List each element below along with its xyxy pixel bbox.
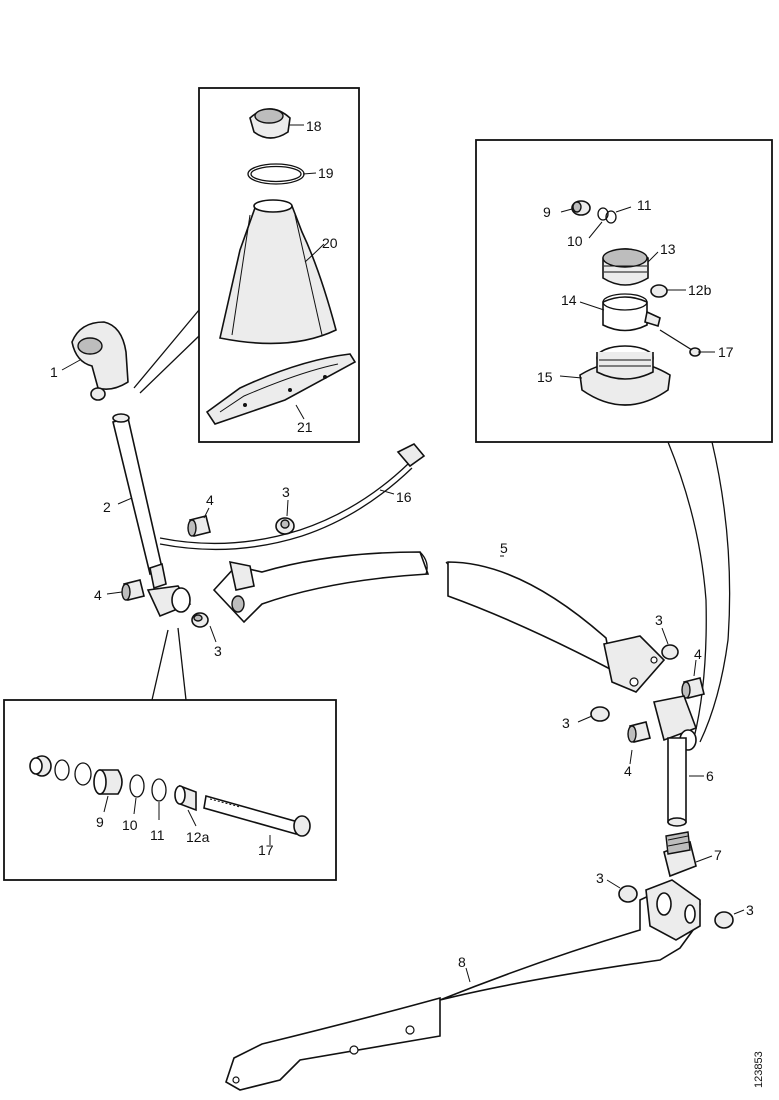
label-3-e: 3 — [596, 870, 604, 886]
label-9-right: 9 — [543, 204, 551, 220]
part-5-shift-rod — [212, 551, 666, 693]
label-12a: 12a — [186, 829, 210, 845]
inset-shift-boot: 18 19 20 21 — [133, 87, 360, 443]
label-17-right: 17 — [718, 344, 734, 360]
part-20-boot — [219, 199, 337, 345]
part-3-nut-e — [618, 885, 638, 903]
part-3-nut-a — [191, 612, 209, 628]
part-4-bushing-a — [121, 579, 145, 601]
inset-box-bushings — [3, 699, 337, 881]
label-8: 8 — [458, 954, 466, 970]
label-3-d: 3 — [562, 715, 570, 731]
part-13-insert — [602, 248, 649, 286]
label-21: 21 — [297, 419, 313, 435]
label-7: 7 — [714, 847, 722, 863]
part-3-nut-f — [714, 911, 734, 929]
label-4-c: 4 — [694, 646, 702, 662]
label-14: 14 — [561, 292, 577, 308]
part-10-washer-right — [597, 207, 609, 221]
part-10-washer-left — [129, 774, 145, 798]
part-ring-b — [74, 762, 92, 786]
part-ring-a — [54, 759, 70, 781]
label-10-right: 10 — [567, 233, 583, 249]
part-12a-sleeve — [174, 784, 197, 812]
part-11-washer-left — [151, 778, 167, 802]
part-19-ring — [247, 163, 305, 185]
part-bushing-end-cap — [29, 755, 52, 777]
part-selector-pivot — [653, 695, 698, 751]
part-7-coupling — [663, 831, 697, 878]
label-4-d: 4 — [624, 763, 632, 779]
label-20: 20 — [322, 235, 338, 251]
part-15-housing — [579, 345, 671, 406]
label-5: 5 — [500, 540, 508, 556]
part-3-nut-b — [275, 517, 295, 535]
part-lever-pivot — [146, 585, 192, 618]
part-3-nut-d — [590, 706, 610, 722]
part-16-cable — [159, 443, 426, 551]
label-3-c: 3 — [655, 612, 663, 628]
inset-box-housing — [475, 139, 773, 443]
part-8-lower-rod — [225, 879, 701, 1091]
label-3-a: 3 — [214, 643, 222, 659]
inset-box-boot — [198, 87, 360, 443]
label-12b: 12b — [688, 282, 712, 298]
label-15: 15 — [537, 369, 553, 385]
document-id: 123853 — [753, 1051, 765, 1088]
inset-bushing-stack: 9 10 11 12a 17 — [3, 627, 337, 881]
label-10-left: 10 — [122, 817, 138, 833]
label-19: 19 — [318, 165, 334, 181]
part-17-screw-right — [659, 329, 701, 357]
part-4-bushing-b — [187, 515, 211, 537]
label-4-b: 4 — [206, 492, 214, 508]
part-21-frame — [205, 353, 357, 425]
part-12b-pin — [650, 284, 668, 298]
label-11-left: 11 — [150, 827, 165, 843]
label-18: 18 — [306, 118, 322, 134]
part-2-lever — [112, 413, 167, 590]
label-2: 2 — [103, 499, 111, 515]
part-9-bushing-left — [93, 769, 123, 795]
inset-bearing-housing: 9 11 10 13 12b 14 17 15 — [475, 139, 773, 743]
part-18-cap — [249, 108, 291, 139]
label-11-right: 11 — [637, 197, 652, 213]
part-11-washer-right — [605, 210, 617, 224]
label-13: 13 — [660, 241, 676, 257]
part-9-bushing-right — [571, 200, 591, 216]
part-6-selector-shaft — [667, 737, 687, 827]
part-4-bushing-c — [681, 677, 705, 699]
label-1: 1 — [50, 364, 58, 380]
label-17-left: 17 — [258, 842, 274, 858]
label-9-left: 9 — [96, 814, 104, 830]
part-14-clamp — [602, 293, 661, 332]
label-3-f: 3 — [746, 902, 754, 918]
label-4-a: 4 — [94, 587, 102, 603]
part-3-nut-c — [661, 644, 679, 660]
part-1-knob — [71, 321, 129, 401]
label-16: 16 — [396, 489, 412, 505]
label-3-b: 3 — [282, 484, 290, 500]
part-4-bushing-d — [627, 721, 651, 743]
label-6: 6 — [706, 768, 714, 784]
part-17-bolt-left — [203, 794, 311, 837]
